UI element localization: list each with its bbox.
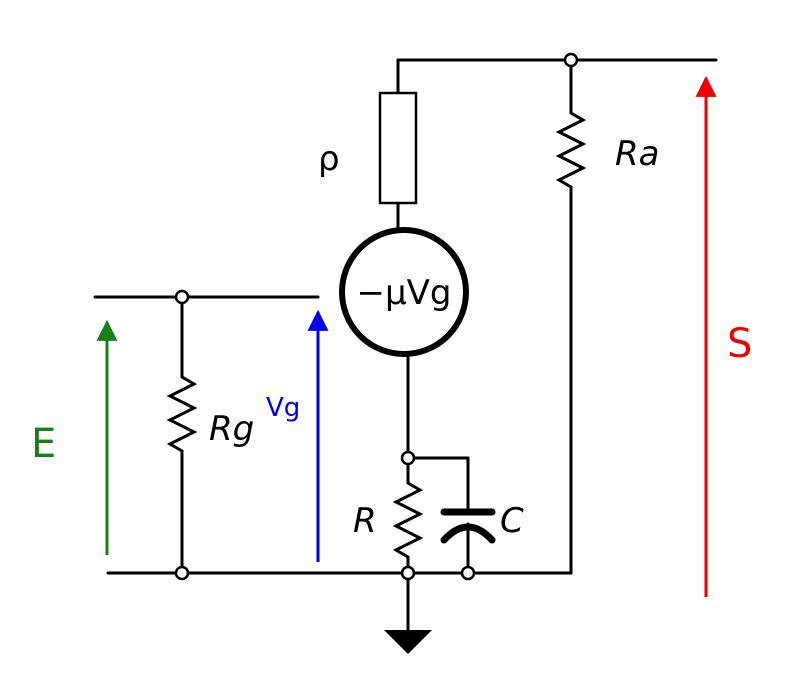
rg-resistor	[166, 372, 198, 458]
wires	[93, 58, 718, 632]
s-label: S	[727, 321, 752, 367]
junction-nodes	[174, 52, 579, 581]
node-ground	[400, 565, 416, 581]
ground-icon	[384, 630, 432, 654]
node-top-ra	[563, 52, 579, 68]
r-resistor	[392, 478, 424, 562]
capacitor-c	[440, 508, 496, 544]
e-label: E	[31, 421, 56, 467]
ra-resistor	[555, 108, 587, 196]
node-capacitor-bottom	[460, 565, 476, 581]
vg-label: Vg	[266, 393, 300, 423]
node-cathode	[400, 450, 416, 466]
rho-label: ρ	[318, 139, 340, 179]
source-label: −μVg	[357, 273, 452, 313]
ra-label: Ra	[615, 134, 659, 174]
c-label: C	[500, 501, 524, 541]
node-input-top	[174, 289, 190, 305]
r-label: R	[353, 501, 377, 541]
node-input-bottom	[174, 565, 190, 581]
rho-box-resistor	[378, 91, 418, 205]
voltage-source-circle	[339, 227, 469, 357]
capacitor-plate-bottom	[440, 523, 496, 544]
rg-label: Rg	[209, 409, 254, 449]
